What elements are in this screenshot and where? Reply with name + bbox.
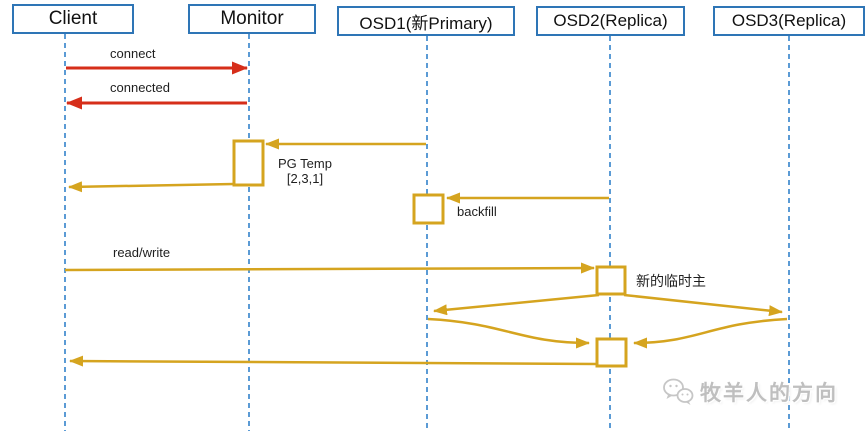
pg-temp-label: PG Temp [2,3,1] (267, 156, 343, 186)
watermark-text: 牧羊人的方向 (700, 382, 838, 405)
participant-osd2-label: OSD2(Replica) (553, 11, 668, 30)
participant-osd3: OSD3(Replica) (713, 6, 865, 36)
ack-from-osd1-curve (427, 317, 590, 349)
wechat-icon (663, 378, 694, 405)
participant-client-label: Client (48, 8, 98, 29)
participant-osd1: OSD1(新Primary) (337, 6, 515, 36)
participant-monitor-label: Monitor (220, 8, 284, 29)
pg-temp-forward-arrow (68, 181, 235, 193)
watermark: 牧羊人的方向 (662, 377, 838, 407)
participant-osd2: OSD2(Replica) (536, 6, 685, 36)
reply-to-client-arrow (69, 355, 598, 367)
read-write-arrow (64, 262, 595, 274)
ack-from-osd3-curve (633, 317, 788, 349)
participant-osd3-label: OSD3(Replica) (731, 11, 847, 30)
osd2-activation-box-1 (595, 265, 627, 296)
monitor-activation-box (232, 139, 265, 187)
osd2-activation-box-2 (595, 337, 628, 368)
participant-monitor: Monitor (188, 4, 316, 34)
pg-temp-label-line2: [2,3,1] (286, 171, 324, 186)
connect-label: connect (110, 46, 156, 61)
replicate-to-osd3-arrow (623, 293, 783, 317)
backfill-label: backfill (457, 204, 497, 219)
participant-osd1-label: OSD1(新Primary) (359, 13, 493, 33)
osd1-activation-box (412, 193, 445, 225)
new-temp-primary-label: 新的临时主 (636, 273, 706, 289)
pg-temp-label-line1: PG Temp (278, 156, 332, 171)
connected-label: connected (110, 80, 170, 95)
read-write-label: read/write (113, 245, 171, 260)
participant-client: Client (12, 4, 134, 34)
replicate-to-osd1-arrow (433, 293, 600, 316)
